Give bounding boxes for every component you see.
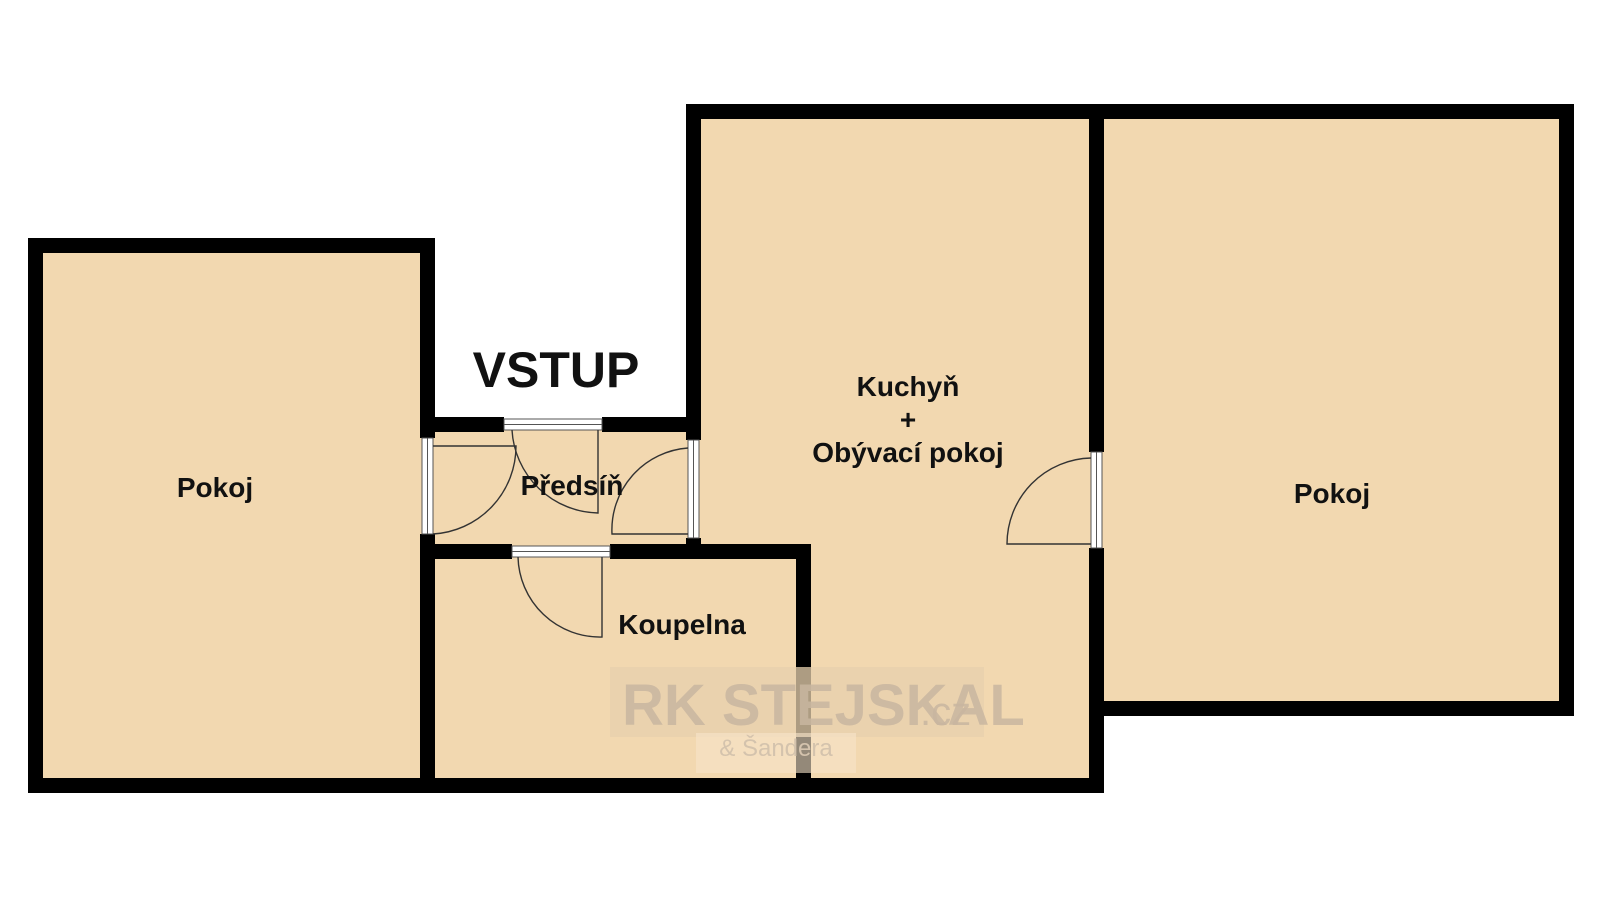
wall [610,544,811,559]
wall [420,534,435,793]
entrance-label: VSTUP [473,342,640,398]
labels: VSTUP Pokoj Předsíň Kuchyň + Obývací pok… [177,342,1370,640]
wall [1089,548,1104,793]
room-label-koupelna: Koupelna [618,609,746,640]
wall [28,778,1104,793]
door-swing-kitchen [611,447,689,535]
wall [602,417,701,432]
wall [28,238,43,793]
door-swing-bathroom [517,556,603,638]
room-label-obyvaci-pokoj: Obývací pokoj [812,437,1003,468]
watermark-box [610,667,984,737]
watermark-main: RK STEJSKAL [622,673,1025,738]
room-label-pokoj-right: Pokoj [1294,478,1370,509]
room-label-pokoj-left: Pokoj [177,472,253,503]
wall [686,104,701,440]
wall [28,238,435,253]
door-swings [432,429,1092,638]
wall [686,104,1574,119]
room-label-predsin: Předsíň [521,470,624,501]
wall [1089,104,1104,452]
wall [420,544,512,559]
watermark-sub-box [696,733,856,773]
floor-predsin [426,424,696,544]
door-swing-left-room [432,445,517,535]
room-label-kuchyn-plus: + [900,404,916,435]
wall [420,417,504,432]
floor-pokoj-right [1096,112,1566,710]
watermark-sub: & Šandera [719,734,833,762]
floors [36,112,1566,780]
walls [28,104,1574,793]
door-frames [421,418,1103,558]
room-label-kuchyn: Kuchyň [857,371,960,402]
wall [1559,104,1574,716]
floor-pokoj-left [36,245,426,780]
wall [686,538,701,559]
door-swing-entrance [511,429,599,514]
watermark-tld: .cz [920,690,971,734]
door-swing-right-room [1006,457,1092,545]
watermark: RK STEJSKAL .cz & Šandera [610,667,1025,773]
wall [1089,701,1574,716]
wall [420,238,435,438]
